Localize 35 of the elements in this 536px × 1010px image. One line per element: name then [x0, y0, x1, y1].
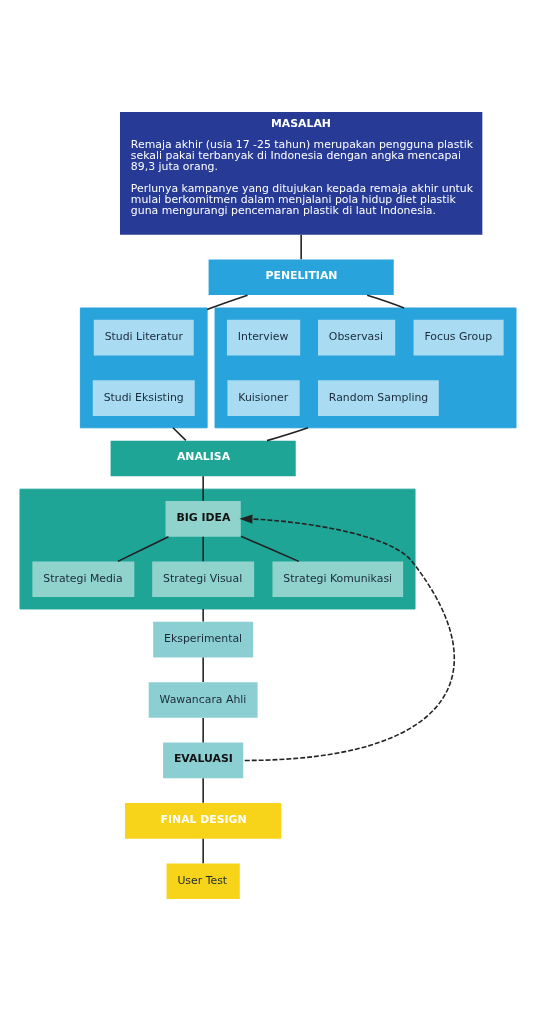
- node-box: BIG IDEA: [165, 500, 241, 537]
- node-box: Eksperimental: [153, 621, 254, 657]
- node-box: Focus Group: [413, 319, 504, 355]
- connector: [202, 535, 204, 562]
- node-box: Wawancara Ahli: [148, 681, 258, 718]
- connector: [266, 426, 309, 441]
- node-box: ANALISA: [110, 440, 296, 476]
- node-box: Strategi Komunikasi: [272, 560, 404, 597]
- connector: [202, 837, 204, 864]
- node-box: Observasi: [318, 319, 396, 355]
- node-box: Studi Literatur: [93, 319, 194, 355]
- cluster: [19, 488, 416, 609]
- connector: [202, 475, 204, 502]
- connector: [202, 716, 204, 743]
- connector: [202, 656, 204, 683]
- node-box: MASALAH Remaja akhir (usia 17 -25 tahun) merupakan pengguna plastik sekali pakai terbanyak di Indonesia dengan angka mencapai 89,3 juta orang. Perlunya kampanye yang ditujukan kepada remaja akhir untuk mulai berkomitmen dalam menjalani pola hidup diet plastik guna mengurangi pencemaran plastik di laut Indonesia.: [120, 111, 483, 235]
- node-box: Interview: [226, 319, 301, 355]
- node-box: PENELITIAN: [208, 259, 394, 295]
- node-box: Random Sampling: [318, 379, 439, 416]
- node-box: Studi Eksisting: [92, 379, 195, 416]
- cluster: [79, 307, 208, 428]
- connector: [172, 426, 187, 441]
- arrow: [239, 514, 455, 761]
- cluster: [214, 307, 517, 428]
- connector: [117, 535, 170, 562]
- connector: [240, 535, 300, 562]
- node-box: User Test: [166, 862, 240, 899]
- connector: [300, 233, 302, 260]
- node-box: FINAL DESIGN: [124, 802, 282, 839]
- node-box: EVALUASI: [163, 742, 244, 778]
- node-box: Strategi Visual: [152, 560, 255, 597]
- connector: [202, 777, 204, 804]
- node-box: Kuisioner: [227, 379, 300, 416]
- node-box: Strategi Media: [32, 560, 135, 597]
- connector: [202, 607, 204, 622]
